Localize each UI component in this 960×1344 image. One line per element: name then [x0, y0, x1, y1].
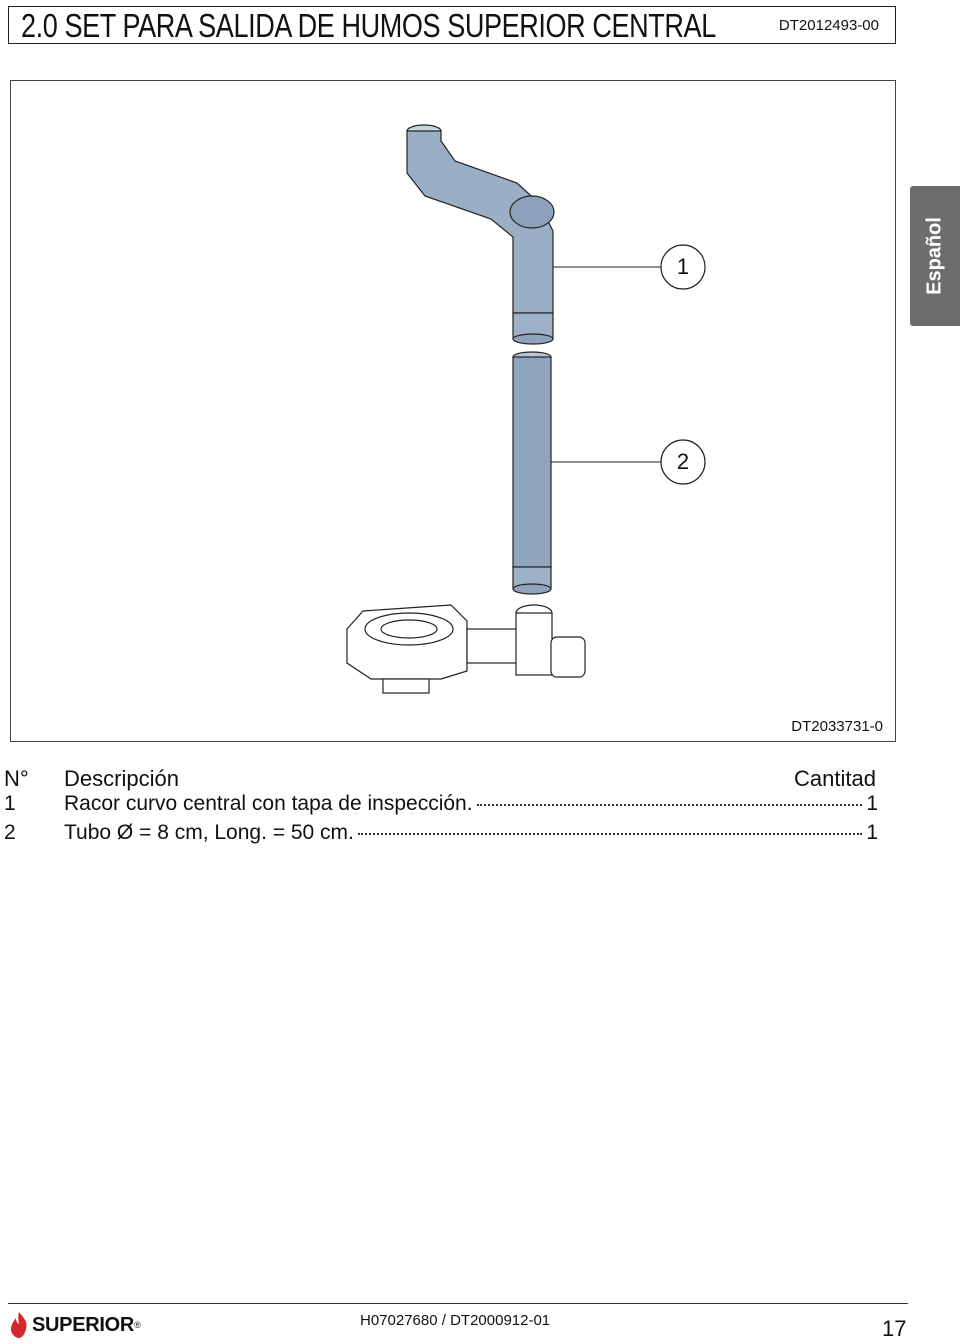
item-quantity: 1: [866, 821, 878, 844]
page-title: 2.0 SET PARA SALIDA DE HUMOS SUPERIOR CE…: [21, 7, 716, 44]
footer-document-code: H07027680 / DT2000912-01: [360, 1312, 551, 1329]
header-number: N°: [4, 766, 29, 791]
part-1-elbow-drawing: [406, 124, 555, 345]
parts-list-header: N° Descripción Cantitad: [4, 766, 884, 792]
registered-mark: ®: [134, 1320, 141, 1330]
header-bar: 2.0 SET PARA SALIDA DE HUMOS SUPERIOR CE…: [8, 6, 896, 44]
language-tab[interactable]: Español: [910, 186, 960, 326]
language-tab-label: Español: [923, 217, 946, 295]
header-document-code: DT2012493-00: [778, 17, 879, 34]
logo-text: SUPERIOR: [32, 1313, 135, 1336]
base-outlet-drawing: [346, 604, 586, 694]
header-quantity: Cantitad: [794, 766, 876, 791]
callout-2: 2: [676, 449, 690, 474]
assembly-drawing: [346, 124, 706, 694]
list-item: 2 Tubo Ø = 8 cm, Long. = 50 cm. 1: [4, 821, 884, 850]
header-description: Descripción: [64, 766, 179, 791]
leader-dots: [357, 833, 863, 835]
item-description: Racor curvo central con tapa de inspecci…: [64, 792, 473, 815]
flame-icon: [11, 1312, 27, 1338]
parts-list: N° Descripción Cantitad 1 Racor curvo ce…: [4, 766, 884, 850]
list-item: 1 Racor curvo central con tapa de inspec…: [4, 792, 884, 821]
item-number: 2: [4, 821, 16, 844]
superior-logo: SUPERIOR ®: [10, 1312, 141, 1338]
item-number: 1: [4, 792, 16, 815]
assembly-figure: 1 2 DT2033731-0: [10, 80, 896, 742]
leader-dots: [476, 804, 863, 806]
item-description: Tubo Ø = 8 cm, Long. = 50 cm.: [64, 821, 354, 844]
footer-divider: [8, 1303, 908, 1304]
page-number: 17: [882, 1316, 907, 1341]
item-quantity: 1: [866, 792, 878, 815]
part-2-tube-drawing: [512, 351, 552, 595]
drawing-code: DT2033731-0: [791, 718, 883, 735]
callout-1: 1: [676, 254, 690, 279]
